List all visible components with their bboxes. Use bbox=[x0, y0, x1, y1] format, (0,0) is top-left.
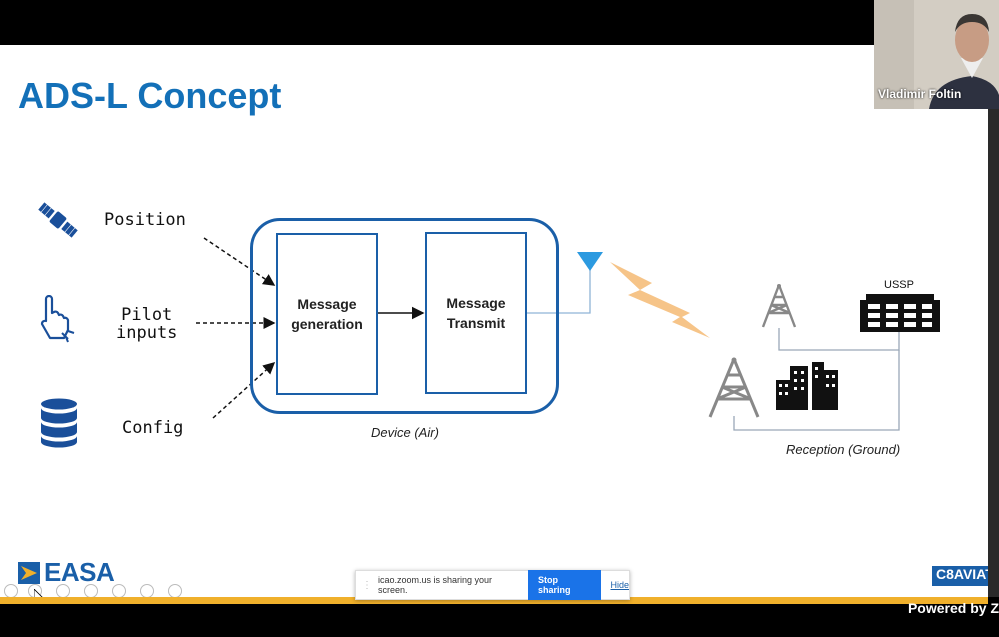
bottom-black-bar bbox=[0, 604, 999, 637]
pen-control[interactable] bbox=[56, 584, 70, 598]
ussp-label: USSP bbox=[884, 279, 914, 291]
copy-control[interactable] bbox=[84, 584, 98, 598]
top-black-bar bbox=[0, 0, 999, 45]
easa-logo: EASA bbox=[18, 557, 115, 588]
message-generation-box: Message generation bbox=[276, 233, 378, 395]
reception-ground-caption: Reception (Ground) bbox=[786, 442, 901, 457]
input-label-config: Config bbox=[122, 418, 184, 438]
more-control[interactable] bbox=[168, 584, 182, 598]
message-transmit-label: Message Transmit bbox=[446, 295, 506, 331]
message-generation-label: Message generation bbox=[291, 296, 363, 332]
bottom-accent-bar bbox=[0, 597, 988, 604]
input-label-position: Position bbox=[104, 210, 186, 230]
hand-tap-icon bbox=[40, 295, 75, 343]
participant-video-tile[interactable]: Vladimir Foltin bbox=[874, 0, 999, 109]
message-transmit-box: Message Transmit bbox=[425, 232, 527, 394]
hide-share-bar-link[interactable]: Hide bbox=[610, 580, 629, 590]
city-buildings-icon bbox=[776, 362, 838, 410]
share-status-text: icao.zoom.us is sharing your screen. bbox=[378, 575, 493, 595]
partner-logo: C8AVIAT bbox=[932, 566, 988, 586]
ussp-building-icon bbox=[860, 294, 940, 332]
easa-plane-icon bbox=[18, 561, 40, 584]
device-air-container bbox=[250, 218, 559, 414]
slide-title: ADS-L Concept bbox=[18, 75, 282, 116]
large-antenna-tower-icon bbox=[708, 357, 760, 418]
prev-slide-control[interactable] bbox=[4, 584, 18, 598]
powered-by-label: Powered by Z bbox=[907, 600, 999, 616]
participant-avatar bbox=[874, 0, 999, 109]
right-edge-strip bbox=[988, 45, 999, 597]
screen-share-bar: ⋮ icao.zoom.us is sharing your screen. S… bbox=[355, 570, 630, 600]
database-icon bbox=[41, 398, 77, 448]
satellite-icon bbox=[37, 201, 79, 239]
zoom-control[interactable] bbox=[112, 584, 126, 598]
stop-sharing-button[interactable]: Stop sharing bbox=[528, 570, 602, 600]
device-air-caption: Device (Air) bbox=[371, 425, 439, 440]
participant-name-label: Vladimir Foltin bbox=[878, 87, 962, 101]
shared-slide: ADS-L Concept Position Pilot inputs Conf… bbox=[0, 45, 988, 597]
small-antenna-tower-icon bbox=[761, 284, 797, 328]
easa-logo-text: EASA bbox=[44, 557, 115, 587]
slides-control[interactable] bbox=[140, 584, 154, 598]
drag-handle-icon[interactable]: ⋮ bbox=[362, 579, 372, 591]
diagram-connectors bbox=[196, 237, 900, 431]
input-label-pilot-inputs: Pilot inputs bbox=[116, 305, 178, 343]
